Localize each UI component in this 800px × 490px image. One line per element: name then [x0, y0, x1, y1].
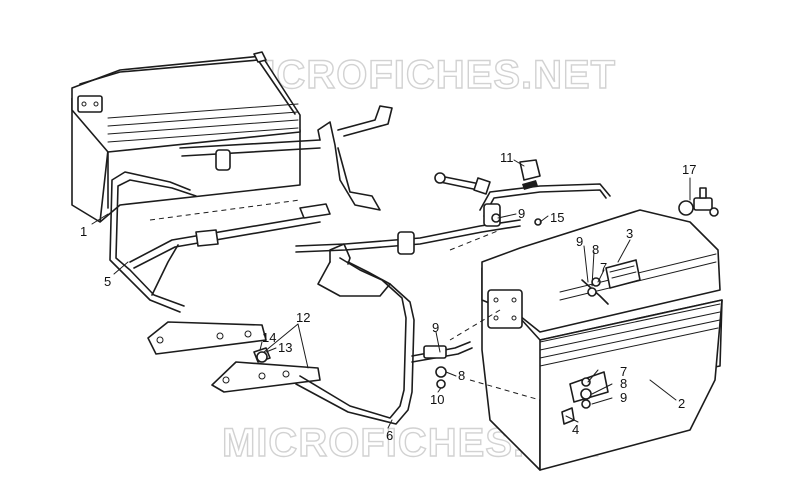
callout-9-upper: 9 [576, 234, 583, 249]
callout-17: 17 [682, 162, 696, 177]
callout-13: 13 [278, 340, 292, 355]
callout-4: 4 [572, 422, 579, 437]
callout-1: 1 [80, 224, 87, 239]
lower-mounting-plate [211, 361, 321, 393]
callout-8-upper: 8 [592, 242, 599, 257]
left-mounting-plate [147, 321, 267, 355]
right-frame-rail [295, 243, 473, 425]
nut-and-washer-13-14 [253, 347, 271, 363]
callout-8-lower: 8 [620, 376, 627, 391]
callout-10: 10 [430, 392, 444, 407]
callout-2: 2 [678, 396, 685, 411]
cross-bar-assembly [295, 172, 611, 255]
right-pannier [449, 209, 723, 471]
watermark-top: MICROFICHES.NET [230, 53, 616, 97]
callout-12: 12 [296, 310, 310, 325]
screw-15 [534, 218, 542, 226]
fasteners-4-7-8-9 [561, 277, 601, 425]
callout-14: 14 [262, 330, 276, 345]
lock-17 [678, 187, 719, 217]
left-pannier [71, 51, 301, 223]
callout-6: 6 [386, 428, 393, 443]
callout-7-upper: 7 [600, 260, 607, 275]
callout-3: 3 [626, 226, 633, 241]
callout-labels: 1 2 3 4 5 6 7 7 8 8 8 9 9 9 9 10 11 12 1… [80, 150, 696, 443]
callout-8-center: 8 [458, 368, 465, 383]
callout-7-lower: 7 [620, 364, 627, 379]
callout-11: 11 [500, 150, 514, 165]
left-frame-rail [109, 105, 393, 313]
leader-lines [91, 159, 691, 429]
clip-11 [519, 159, 541, 190]
callout-9-bar: 9 [518, 206, 525, 221]
callout-5: 5 [104, 274, 111, 289]
callout-9-center: 9 [432, 320, 439, 335]
callout-15: 15 [550, 210, 564, 225]
callout-9-lower: 9 [620, 390, 627, 405]
